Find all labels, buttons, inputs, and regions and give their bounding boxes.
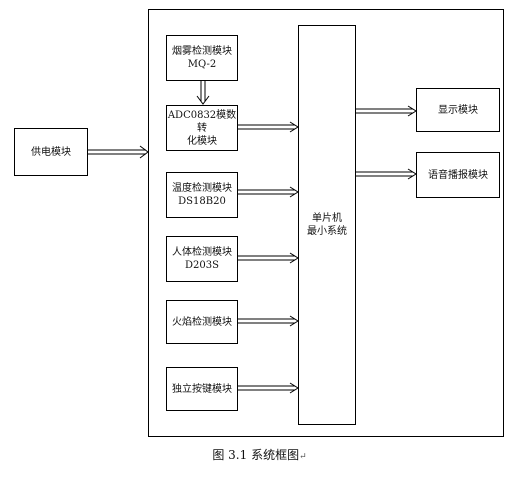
arrow-flame-to-mcu [238,315,299,327]
power-module-label: 供电模块 [31,146,71,158]
mcu-system-block: 单片机 最小系统 [298,25,356,425]
human-sensor-part: D203S [185,260,219,271]
flame-sensor-block: 火焰检测模块 [166,300,238,344]
arrow-mcu-to-voice [356,168,417,180]
arrow-keys-to-mcu [238,382,299,394]
mcu-label-line1: 单片机 [312,213,342,224]
arrow-mcu-to-display [356,105,417,117]
adc-module-block: ADC0832模数转 化模块 [166,105,238,151]
mcu-label-line2: 最小系统 [307,226,347,237]
temperature-sensor-label: 温度检测模块 [172,183,232,194]
smoke-detector-label: 烟雾检测模块 [172,46,232,57]
voice-module-block: 语音播报模块 [416,152,500,198]
adc-module-label-line1: ADC0832模数转 [167,109,237,134]
voice-module-label: 语音播报模块 [428,169,488,181]
human-sensor-label: 人体检测模块 [172,247,232,258]
arrow-power-to-system [88,145,149,159]
power-module-block: 供电模块 [14,128,88,176]
keys-module-block: 独立按键模块 [166,367,238,411]
temperature-sensor-part: DS18B20 [178,196,226,207]
human-sensor-block: 人体检测模块 D203S [166,236,238,282]
system-boundary-frame [148,9,504,437]
smoke-detector-part: MQ-2 [187,59,217,70]
display-module-block: 显示模块 [416,88,500,132]
flame-sensor-label: 火焰检测模块 [172,316,232,328]
arrow-human-to-mcu [238,252,299,264]
figure-caption-text: 图 3.1 系统框图 [212,448,300,462]
return-mark-icon: ↵ [299,452,307,462]
keys-module-label: 独立按键模块 [172,383,232,395]
temperature-sensor-block: 温度检测模块 DS18B20 [166,172,238,218]
arrow-smoke-to-adc [196,81,210,105]
arrow-adc-to-mcu [238,121,299,133]
figure-caption: 图 3.1 系统框图↵ [0,446,519,463]
display-module-label: 显示模块 [438,104,478,116]
arrow-temperature-to-mcu [238,186,299,198]
adc-module-label-line2: 化模块 [187,135,217,147]
smoke-detector-block: 烟雾检测模块 MQ-2 [166,35,238,81]
